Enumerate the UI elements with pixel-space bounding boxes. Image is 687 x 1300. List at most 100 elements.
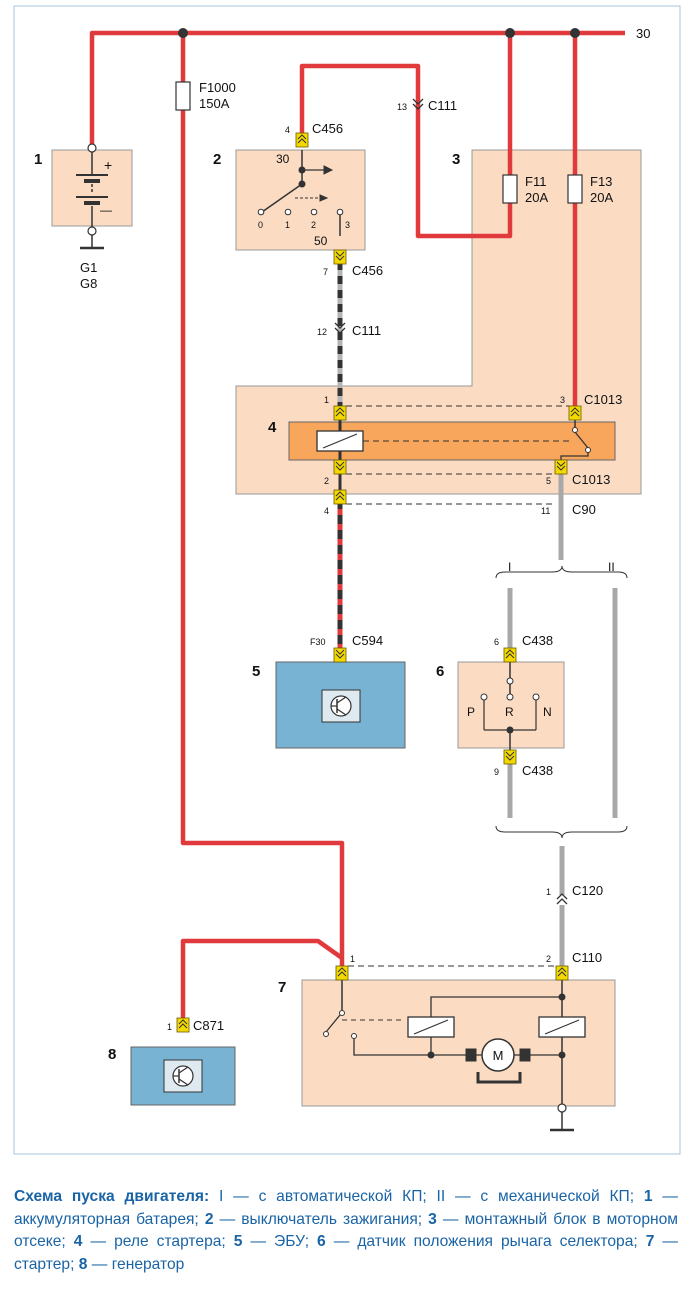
c110-name: C110 [572,950,602,965]
caption-text: — ЭБУ; [242,1233,318,1250]
brace-bottom [495,825,628,839]
caption-text: — генератор [87,1255,185,1273]
c90-name: C90 [572,502,596,517]
selector-switch-symbol [480,662,540,750]
c120-pin: 1 [546,887,551,897]
c1013-top-name: C1013 [584,392,622,407]
caption-title: Схема пуска двигателя: [14,1188,210,1205]
c111-top-pin: 13 [397,102,407,112]
selector-sensor-box [457,661,565,749]
component-number-8: 8 [108,1046,116,1063]
branch-II-label: II [608,560,615,574]
caption-num: 2 [204,1210,214,1228]
battery-symbol [76,143,108,250]
c120-name: C120 [572,883,603,898]
starter-relay-box [288,421,616,461]
selector-P: P [467,705,475,719]
fuse-f11-rating: 20A [525,190,548,205]
caption-text: — стартер; [14,1233,679,1273]
c1013-pin3: 3 [560,395,565,405]
c111-mid-name: C111 [352,323,381,338]
fuse-f1000 [175,81,191,111]
component-number-4: 4 [268,419,277,436]
fuse-f13-rating: 20A [590,190,613,205]
caption-num: 6 [317,1233,326,1250]
caption-text: I — с автоматической КП; II — с механиче… [209,1188,644,1205]
power-wires [89,30,625,1018]
c110-pin1: 1 [350,954,355,964]
ecu-transistor-icon [321,689,361,723]
motor-label: M [493,1048,504,1063]
c456-top-name: C456 [312,121,343,136]
component-number-1: 1 [34,151,42,168]
c1013-bot-name: C1013 [572,472,610,487]
ground-g8: G8 [80,276,97,291]
fuse-f1000-rating: 150A [199,96,230,111]
generator-box [130,1046,236,1106]
c438-bot-pin: 9 [494,767,499,777]
c110-pin2: 2 [546,954,551,964]
c594-name: C594 [352,633,383,648]
figure-caption: Схема пуска двигателя: I — с автоматичес… [14,1186,678,1276]
selector-R: R [505,705,514,719]
c438-top-pin: 6 [494,637,499,647]
ignition-switch-box [235,149,366,251]
relay-symbol [316,414,591,470]
caption-num: 1 [643,1188,653,1205]
c90-pin11: 11 [541,506,550,516]
caption-num: 8 [78,1255,88,1273]
junction-dot [505,28,515,38]
caption-text: — аккумуляторная батарея; [14,1188,678,1228]
component-number-2: 2 [213,151,221,168]
connector-shell-lines [346,405,570,967]
c111-top-name: C111 [428,98,457,113]
component-number-5: 5 [252,663,260,680]
battery-minus: — [100,203,112,217]
switch-pos-2: 2 [311,220,316,230]
caption-text: — реле стартера; [82,1233,234,1250]
caption-num: 5 [233,1233,243,1250]
component-number-7: 7 [278,979,286,996]
junction-dot [178,28,188,38]
c90-pin4: 4 [324,506,329,516]
generator-transistor-icon [163,1059,203,1093]
c456-bot-pin: 7 [323,267,328,277]
fuse-f11 [502,174,518,204]
inline-connector-marks [334,98,568,905]
c1013-pin1: 1 [324,395,329,405]
c438-top-name: C438 [522,633,553,648]
brace-top [495,565,628,579]
ground-g1: G1 [80,260,97,275]
caption-num: 7 [645,1233,655,1250]
c1013-pin5: 5 [546,476,551,486]
diagram-frame [13,5,681,1155]
c1013-pin2: 2 [324,476,329,486]
c871-name: C871 [193,1018,224,1033]
battery-plus: + [104,157,112,173]
caption-text: — монтажный блок в моторном отсеке; [14,1210,678,1251]
terminal-30-label: 30 [636,26,650,41]
switch-pos-1: 1 [285,220,290,230]
junction-dot [570,28,580,38]
c438-bot-name: C438 [522,763,553,778]
switch-pin-50: 50 [314,234,328,248]
c456-top-pin: 4 [285,125,290,135]
connector-chevrons [178,134,580,1029]
caption-text: — датчик положения рычага селектора; [325,1233,646,1250]
switch-pos-0: 0 [258,220,263,230]
caption-num: 3 [428,1210,437,1228]
caption-text: — выключатель зажигания; [213,1210,429,1228]
fuse-f11-name: F11 [525,174,546,189]
c871-pin: 1 [167,1022,172,1032]
caption-num: 4 [73,1233,83,1250]
component-number-6: 6 [436,663,444,680]
branch-I-label: I [508,560,511,574]
starter-box [301,979,616,1107]
switch-pos-3: 3 [345,220,350,230]
starter-symbol [323,980,586,1132]
switch-pin-30: 30 [276,152,290,166]
fuse-f1000-name: F1000 [199,80,236,95]
c111-mid-pin: 12 [317,327,327,337]
ignition-switch-symbol [257,150,344,236]
